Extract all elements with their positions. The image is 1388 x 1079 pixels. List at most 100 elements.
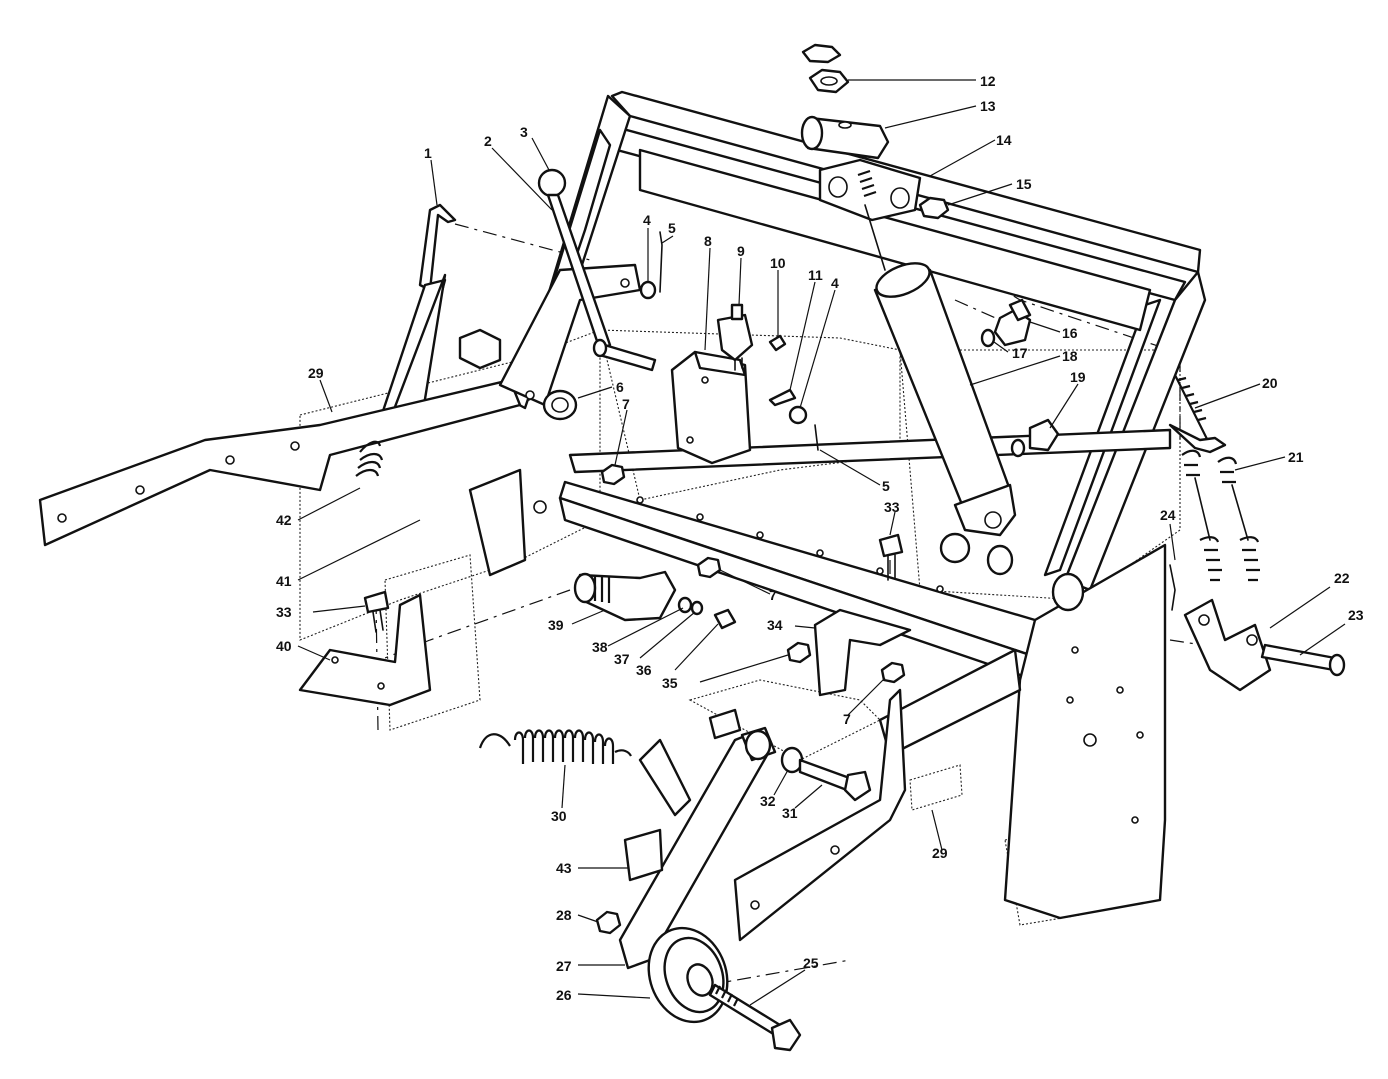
bolt-23-head [1328, 653, 1346, 677]
bolt-33-right-shank [887, 554, 896, 581]
lift-cylinder-body [873, 268, 1012, 514]
leader-7b [719, 569, 771, 595]
callout-40: 40 [276, 638, 292, 654]
lever-knob-3 [537, 168, 567, 198]
pivot-shaft-thread [593, 575, 611, 603]
frame-mid-cross [638, 148, 1152, 332]
ghost-lower-bracket [688, 679, 881, 761]
right-side-plate [878, 543, 1167, 920]
bar-hole-5 [876, 567, 884, 575]
leader-5b [819, 449, 881, 486]
bracket-8-face [693, 350, 747, 377]
idler-arm-sleeve-end [744, 729, 772, 761]
rear-mount-bar [733, 688, 963, 942]
callout-22: 22 [1334, 570, 1350, 586]
callout-37: 37 [614, 651, 630, 667]
nut-35 [786, 641, 812, 664]
bar-hole-2 [696, 513, 704, 521]
callout-42: 42 [276, 512, 292, 528]
rear-mount-bar-face [733, 688, 907, 942]
left-arm-hole-2 [135, 485, 145, 495]
callout-23: 23 [1348, 607, 1364, 623]
frame-left-hub-1 [939, 532, 971, 564]
leader-9 [738, 257, 742, 306]
leader-24 [1169, 523, 1176, 561]
bracket-8-hole-1 [701, 376, 709, 384]
bolt-33-right [878, 533, 904, 558]
ghost-left-bracket [384, 554, 481, 731]
bolt-31-head [843, 770, 872, 802]
leader-33a [312, 605, 366, 613]
washer-37 [677, 596, 693, 614]
leader-39 [571, 609, 606, 625]
callout-17: 17 [1012, 345, 1028, 361]
washer-19 [1010, 438, 1026, 458]
nut-12-hole [820, 76, 838, 86]
bracket-8-hole-2 [686, 436, 694, 444]
leader-32 [773, 769, 789, 796]
callout-19: 19 [1070, 369, 1086, 385]
callout-30: 30 [551, 808, 567, 824]
leader-16 [1029, 321, 1061, 333]
washer-36 [690, 600, 704, 616]
callout-4b: 4 [831, 275, 839, 291]
lift-cylinder [857, 169, 1017, 537]
cotter-pin-5-upper [659, 231, 663, 293]
callout-6: 6 [616, 379, 624, 395]
spring-21-right [1217, 456, 1260, 582]
right-plate-hole-5 [1131, 816, 1139, 824]
centerline-pivot-39 [329, 589, 571, 681]
decal-29-right [909, 764, 963, 811]
bar-hole-6 [936, 585, 944, 593]
bolt-33-left-shank [372, 609, 384, 633]
callout-24: 24 [1160, 507, 1176, 523]
bracket-34 [813, 608, 912, 697]
callout-18: 18 [1062, 348, 1078, 364]
bracket-40-hole-1 [331, 656, 339, 664]
leader-5a [661, 235, 674, 244]
upright-hole-2 [525, 390, 535, 400]
pin-24 [1169, 564, 1176, 611]
left-lift-linkage [38, 203, 663, 547]
bracket-40 [298, 593, 432, 707]
left-lower-hardware [298, 440, 547, 707]
spring-21-rod [1194, 477, 1249, 541]
bar-hole-1 [636, 496, 644, 504]
nut-top-upper [801, 43, 842, 64]
callout-8: 8 [704, 233, 712, 249]
washer-17 [980, 328, 996, 348]
right-plate-hole-3 [1116, 686, 1124, 694]
leader-28 [577, 914, 599, 923]
spring-21-left [1181, 449, 1222, 582]
callout-34: 34 [767, 617, 783, 633]
bolt-25-head [770, 1018, 802, 1052]
callout-15: 15 [1016, 176, 1032, 192]
callout-5a: 5 [668, 220, 676, 236]
bushing-left [458, 328, 502, 370]
leader-37 [639, 611, 696, 659]
top-pin-assembly [800, 43, 890, 160]
leader-26 [577, 993, 651, 999]
hook-20 [1168, 423, 1227, 454]
hitch-rod-1 [418, 203, 457, 292]
callout-5b: 5 [882, 478, 890, 494]
leader-11 [789, 281, 816, 391]
leader-31 [794, 784, 823, 809]
callout-13: 13 [980, 98, 996, 114]
right-side-plate-face [1003, 543, 1167, 920]
callout-labels: 1 2 3 4 4 5 5 6 7 7 7 8 9 10 11 12 13 14… [276, 73, 1364, 1003]
leader-13 [884, 105, 977, 129]
leader-36 [674, 623, 719, 671]
center-bracket [786, 533, 912, 697]
leader-4b [799, 289, 836, 409]
leader-42 [297, 487, 361, 521]
clevis-hole-right [890, 187, 910, 209]
nut-7-right [880, 661, 906, 684]
leader-15 [947, 183, 1013, 206]
idler-pulley [647, 926, 802, 1052]
bushing-6-bore [551, 397, 569, 413]
lift-cylinder-thread [857, 169, 877, 198]
fittings [918, 196, 1060, 458]
leader-30 [561, 764, 566, 809]
clevis-22-hole-1 [1198, 614, 1210, 626]
